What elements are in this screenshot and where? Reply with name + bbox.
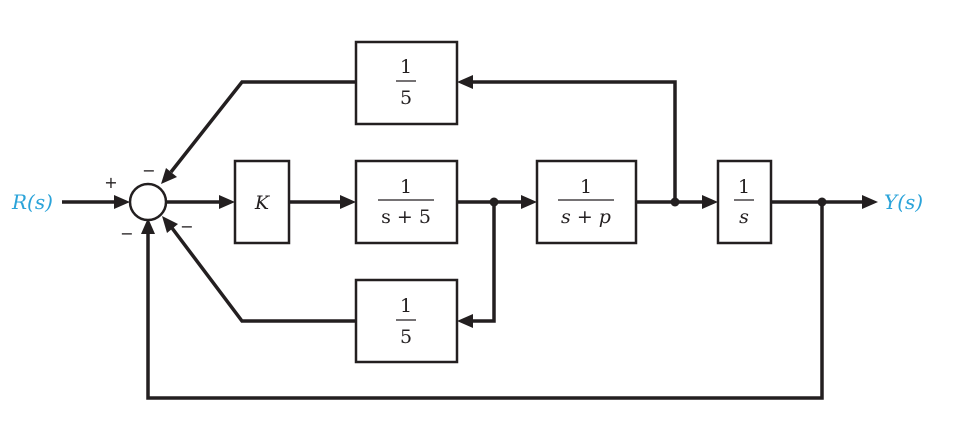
bottom-feedback-return-line <box>170 226 356 323</box>
sign-input: + <box>104 173 117 192</box>
arrow-into-output <box>862 195 878 209</box>
g1-block: 1 s + 5 <box>354 159 459 245</box>
g1-numerator: 1 <box>400 176 412 198</box>
arrow-top-into-summer <box>161 168 177 184</box>
sign-bottom: − <box>120 224 133 243</box>
top-feedback-block: 1 5 <box>354 40 459 126</box>
output-label: Y(s) <box>884 190 923 214</box>
bottom-feedback-block: 1 5 <box>354 278 459 364</box>
g2-block: 1 s + p <box>535 159 638 245</box>
arrow-into-summer <box>114 195 130 209</box>
integrator-block: 1 s <box>716 159 773 245</box>
arrow-into-integrator <box>702 195 718 209</box>
top-feedback-pickoff-line <box>470 80 677 202</box>
top-feedback-return-line <box>169 80 356 174</box>
unity-feedback-line <box>146 202 824 400</box>
sign-right: − <box>180 217 193 236</box>
integrator-denominator: s <box>739 206 749 228</box>
arrow-into-top-feedback <box>457 75 473 89</box>
arrow-into-g2 <box>521 195 537 209</box>
gain-label: K <box>254 192 271 214</box>
g2-denominator: s + p <box>561 206 611 228</box>
pickoff-point-g1 <box>489 197 499 207</box>
bottom-feedback-denominator: 5 <box>400 326 412 348</box>
arrow-into-gain <box>219 195 235 209</box>
sign-top: − <box>142 161 155 180</box>
signal-lines <box>62 80 863 400</box>
summing-junction: + − − − <box>104 161 193 243</box>
pickoff-point-output <box>817 197 827 207</box>
g1-denominator: s + 5 <box>381 206 431 228</box>
top-feedback-denominator: 5 <box>400 87 412 109</box>
g2-numerator: 1 <box>580 176 592 198</box>
bottom-feedback-numerator: 1 <box>400 295 412 317</box>
gain-block: K <box>233 159 291 245</box>
arrow-unity-into-summer <box>141 218 155 234</box>
bottom-feedback-pickoff-line <box>470 202 496 323</box>
pickoff-point-g2 <box>670 197 680 207</box>
arrow-bottom-feedback-into-summer <box>162 216 178 233</box>
arrowheads <box>114 75 878 328</box>
arrow-into-bottom-feedback <box>457 314 473 328</box>
arrow-into-g1 <box>340 195 356 209</box>
top-feedback-numerator: 1 <box>400 56 412 78</box>
input-label: R(s) <box>11 190 53 214</box>
integrator-numerator: 1 <box>738 176 750 198</box>
summing-junction-circle <box>128 182 168 222</box>
